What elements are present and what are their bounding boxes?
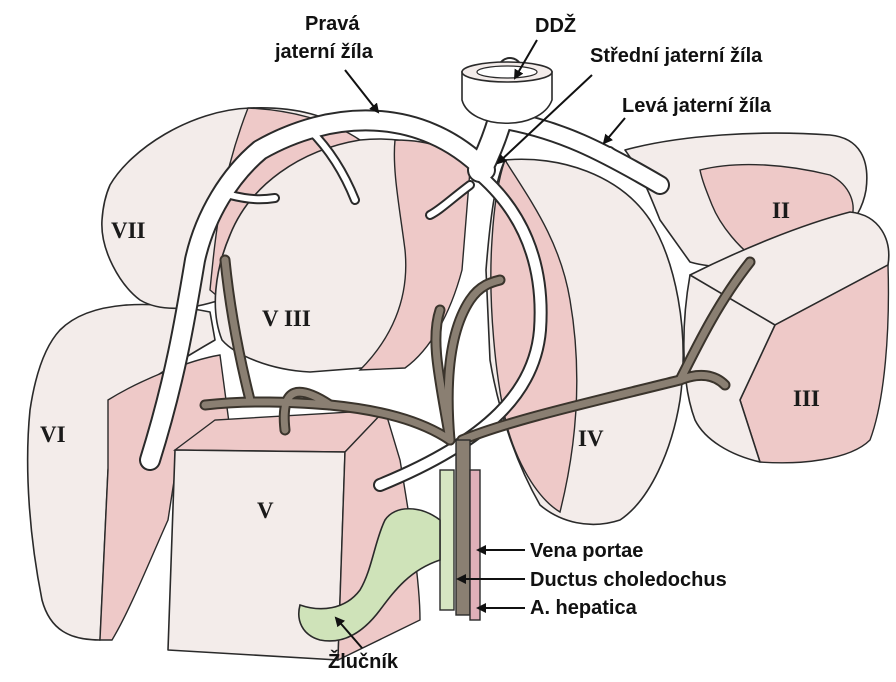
ductus-choledochus-trunk xyxy=(440,470,454,610)
segment-label-v: V xyxy=(257,498,274,523)
label-prava-2: jaterní žíla xyxy=(274,41,374,63)
label-prava-1: Pravá xyxy=(305,13,360,35)
segment-label-iii: III xyxy=(793,386,820,411)
label-leva-jaterni-zila: Levá jaterní žíla xyxy=(622,95,772,117)
label-zlucnik: Žlučník xyxy=(328,649,399,673)
label-a-hepatica: A. hepatica xyxy=(530,597,638,619)
segment-label-ii: II xyxy=(772,198,790,223)
segment-label-vi: VI xyxy=(40,422,66,447)
ivc-cylinder xyxy=(462,62,552,123)
a-hepatica-trunk xyxy=(470,470,480,620)
vena-portae-trunk xyxy=(456,440,470,615)
segment-label-vii: VII xyxy=(111,218,146,243)
segment-label-viii: V III xyxy=(262,306,311,331)
label-vena-portae: Vena portae xyxy=(530,540,643,562)
label-ddz: DDŽ xyxy=(535,13,576,37)
hilum-structures xyxy=(440,440,480,620)
label-ductus-choledochus: Ductus choledochus xyxy=(530,569,727,591)
segment-label-iv: IV xyxy=(578,426,604,451)
label-stredni-jaterni-zila: Střední jaterní žíla xyxy=(590,45,763,67)
